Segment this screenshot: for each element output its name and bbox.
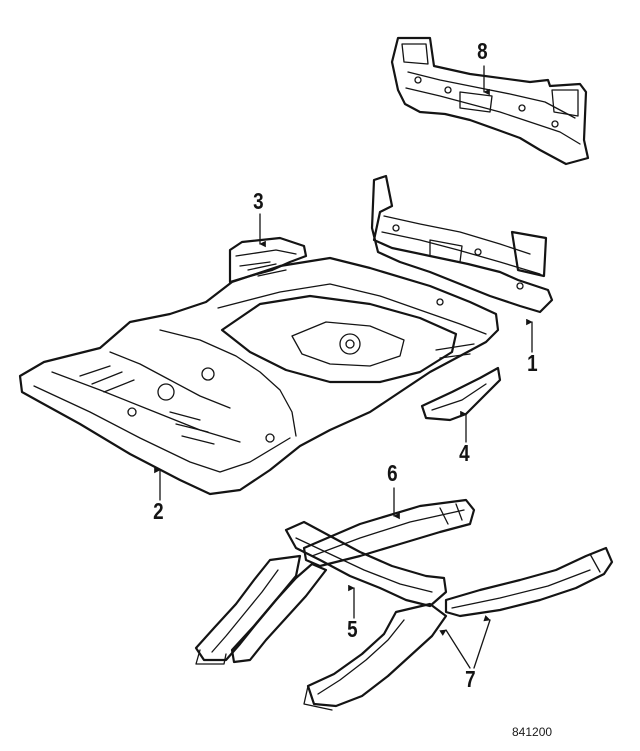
part-3-bracket — [228, 236, 308, 284]
callout-label-3: 3 — [253, 188, 264, 214]
callout-label-2: 2 — [153, 498, 164, 524]
part-6-cross-member — [302, 498, 476, 568]
callout-7-arrow-right — [473, 615, 491, 669]
part-8-rear-panel-upper — [390, 36, 590, 166]
reference-code: 841200 — [512, 725, 553, 739]
callout-label-4: 4 — [459, 440, 470, 466]
callout-7-arrow-left — [439, 629, 471, 669]
callout-label-6: 6 — [387, 460, 398, 486]
part-5-side-member-assembly — [194, 520, 448, 665]
callout-label-8: 8 — [477, 38, 488, 64]
callout-label-1: 1 — [527, 350, 538, 376]
part-4-reinforcement — [420, 366, 502, 422]
callout-label-5: 5 — [347, 616, 358, 642]
part-2-floor-pan — [18, 256, 500, 496]
callout-label-7: 7 — [465, 666, 476, 692]
part-1-rear-panel-lower — [370, 174, 554, 314]
part-7-rear-side-members — [303, 546, 614, 711]
